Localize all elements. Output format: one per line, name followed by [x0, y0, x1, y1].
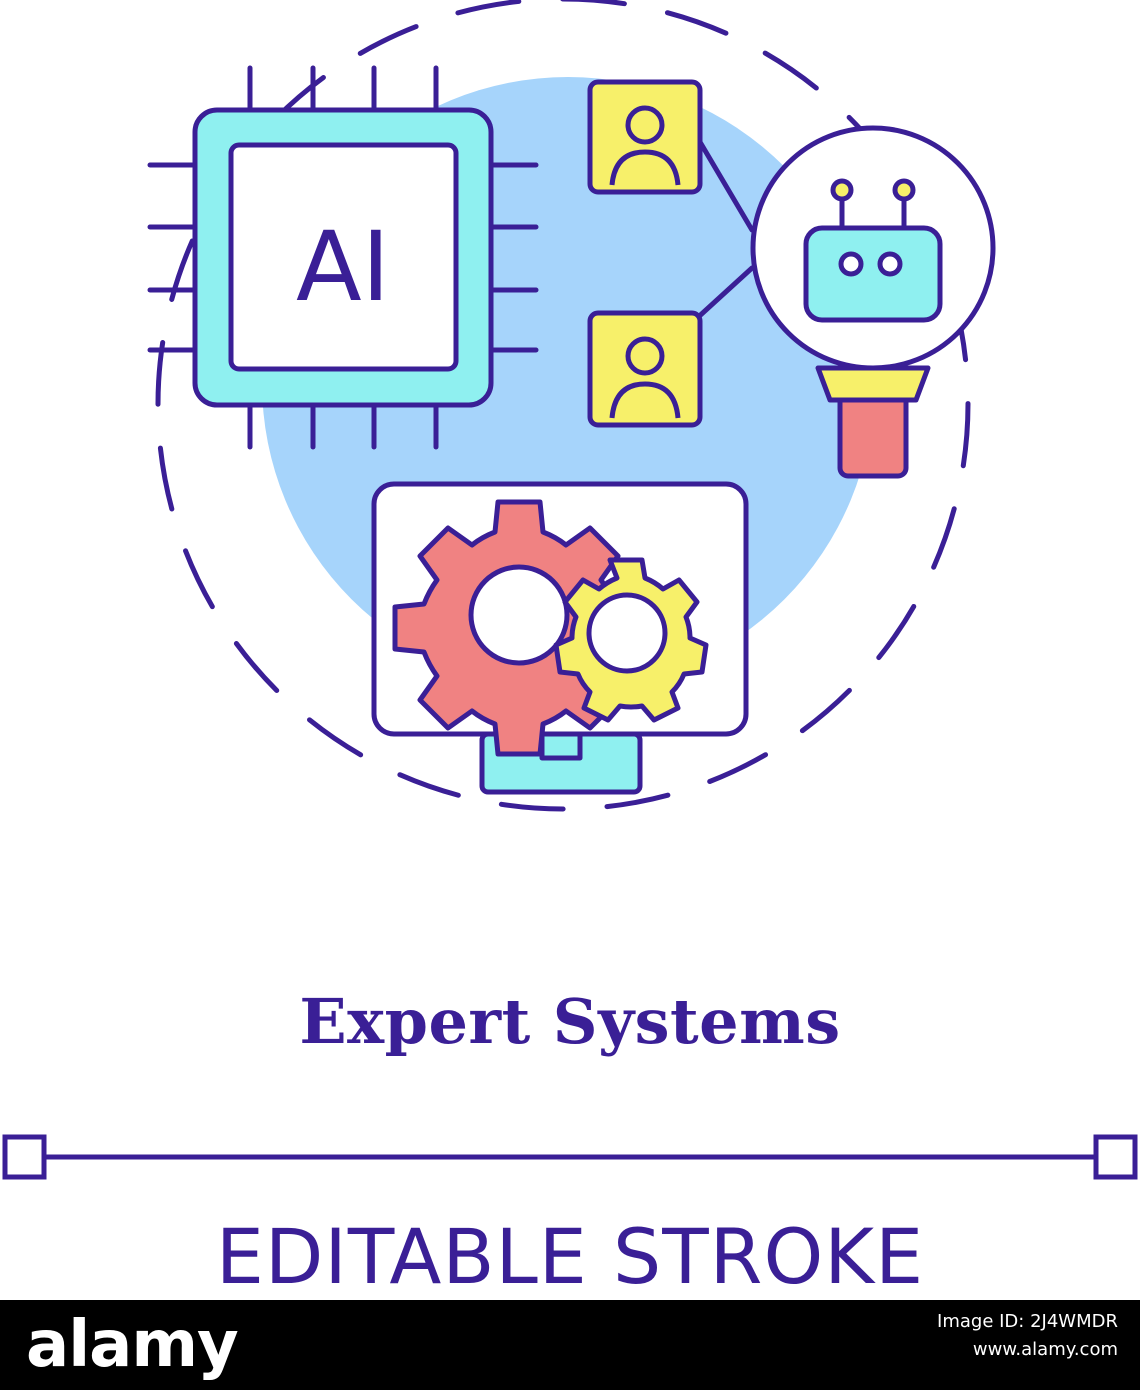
- footer-url: www.alamy.com: [972, 1339, 1118, 1360]
- image-id-label: Image ID: 2J4WMDR: [937, 1311, 1118, 1332]
- chip-label: AI: [296, 211, 390, 323]
- footer-bar: alamy Image ID: 2J4WMDR www.alamy.com: [0, 1300, 1140, 1390]
- dashed-ring: [155, 0, 971, 812]
- alamy-logo: alamy: [26, 1308, 239, 1382]
- stroke-handle-right: [1093, 1134, 1138, 1180]
- connector-lines: [692, 139, 755, 323]
- person-card-icon: [587, 310, 703, 428]
- stroke-handle-left: [2, 1134, 47, 1180]
- expert-systems-illustration: AI: [147, 0, 996, 812]
- concept-title: Expert Systems: [299, 985, 841, 1058]
- editable-stroke-caption: EDITABLE STROKE: [215, 1212, 925, 1301]
- editable-stroke-line: [2, 1134, 1138, 1180]
- footer-id: Image ID: 2J4WMDR www.alamy.com: [937, 1308, 1118, 1364]
- robot-magnifier-icon: [750, 125, 996, 479]
- monitor-gears-icon: [371, 481, 749, 795]
- person-card-icon: [587, 79, 703, 195]
- cpu-chip-icon: [147, 65, 539, 450]
